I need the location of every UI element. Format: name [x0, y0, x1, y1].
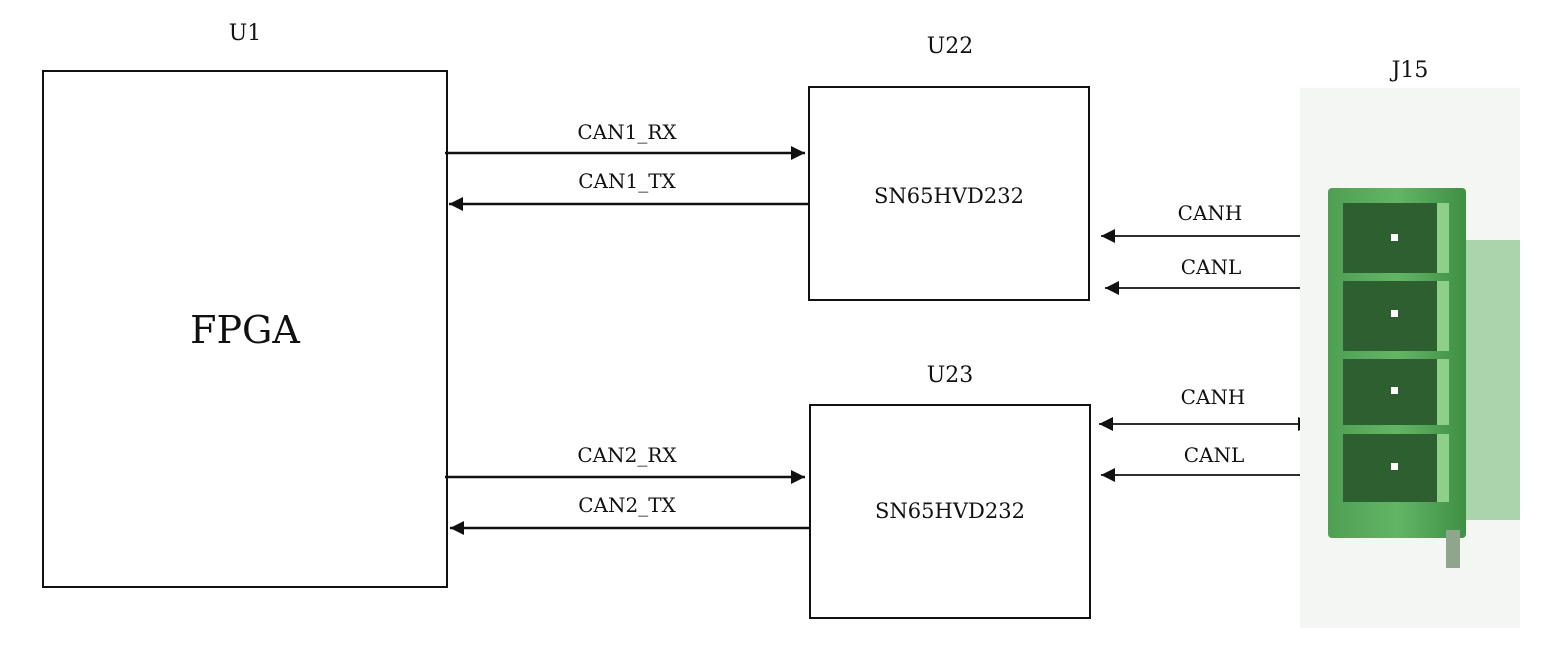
fpga-label: FPGA [190, 308, 300, 352]
fpga-ref: U1 [229, 21, 262, 46]
connector-slot-opening [1343, 359, 1438, 425]
can1-tx-label: CAN1_TX [578, 169, 676, 193]
can1-transceiver-block: U22 SN65HVD232 [808, 34, 1090, 301]
connector-screw-icon [1391, 387, 1398, 394]
connector-screw-icon [1391, 310, 1398, 317]
connector-ref: J15 [1390, 58, 1429, 83]
connector-screw-icon [1391, 463, 1398, 470]
connector-slot-latch [1437, 359, 1449, 425]
connector-slot-latch [1437, 281, 1449, 351]
can1-transceiver-label: SN65HVD232 [874, 184, 1024, 208]
connector-slot-opening [1343, 434, 1438, 502]
connector-side-shading [1466, 240, 1520, 520]
connector-slot-3 [1343, 359, 1449, 425]
connector-j15: J15 [1300, 58, 1520, 628]
can2-tx-label: CAN2_TX [578, 493, 676, 517]
can1-rx-label: CAN1_RX [577, 120, 677, 144]
can1-logic-signals: CAN1_RX CAN1_TX [445, 120, 809, 211]
connector-slot-opening [1343, 203, 1438, 273]
connector-slot-1 [1343, 203, 1449, 273]
connector-screw-icon [1391, 234, 1398, 241]
fpga-box [42, 70, 448, 588]
connector-slot-latch [1437, 203, 1449, 273]
can2-h-label: CANH [1181, 385, 1246, 409]
can2-l-label: CANL [1184, 443, 1245, 467]
can2-rx-label: CAN2_RX [577, 443, 677, 467]
connector-slot-2 [1343, 281, 1449, 351]
connector-slot-opening [1343, 281, 1438, 351]
can1-l-label: CANL [1181, 255, 1242, 279]
can2-transceiver-block: U23 SN65HVD232 [809, 363, 1091, 619]
can1-transceiver-ref: U22 [927, 34, 974, 59]
can1-h-label: CANH [1178, 201, 1243, 225]
can2-transceiver-ref: U23 [927, 363, 974, 388]
can2-bus-signals: CANH CANL [1099, 385, 1317, 482]
fpga-block: U1 FPGA [42, 21, 448, 588]
can1-transceiver-box [808, 86, 1090, 301]
can2-transceiver-label: SN65HVD232 [875, 499, 1025, 523]
can2-transceiver-box [809, 404, 1091, 619]
can1-bus-signals: CANH CANL [1101, 201, 1320, 295]
connector-slot-latch [1437, 434, 1449, 502]
connector-pin-leg [1446, 530, 1460, 568]
can2-logic-signals: CAN2_RX CAN2_TX [445, 443, 810, 535]
connector-slot-4 [1343, 434, 1449, 502]
